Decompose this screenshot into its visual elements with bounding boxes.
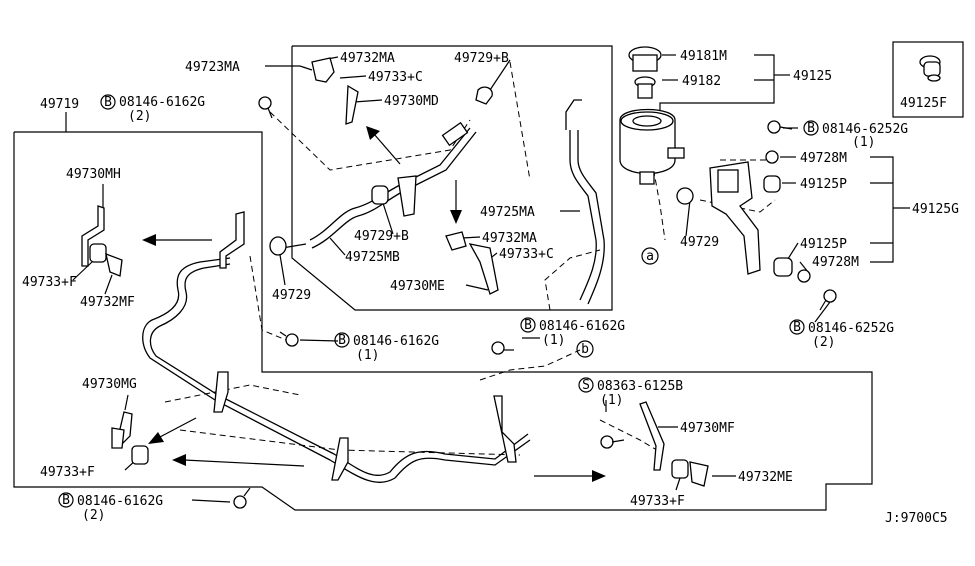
circle-ref-b: b (576, 340, 594, 358)
label-49125F: 49125F (900, 96, 947, 111)
label-49730MF: 49730MF (680, 421, 735, 436)
label-bolt-right-top: 08146-6252G (822, 122, 908, 137)
bolt-prefix-right-bot: B (793, 320, 801, 335)
bolt-prefix-mid-left: B (338, 333, 346, 348)
label-49719: 49719 (40, 97, 79, 112)
label-bolt-right-top-qty: (1) (852, 135, 875, 150)
bolt-marker-right-bot (789, 319, 805, 335)
label-49728M-top: 49728M (800, 151, 847, 166)
label-49730ME: 49730ME (390, 279, 445, 294)
label-49733F-low: 49733+F (40, 465, 95, 480)
label-bolt-bottom-left-qty: (2) (82, 508, 105, 523)
label-49729-left: 49729 (272, 288, 311, 303)
label-49733C-top: 49733+C (368, 70, 423, 85)
label-49729B-top: 49729+B (454, 51, 509, 66)
label-49730MG: 49730MG (82, 377, 137, 392)
label-49125P-top: 49125P (800, 177, 847, 192)
label-49732ME: 49732ME (738, 470, 793, 485)
bolt-prefix-bottom-left: B (62, 493, 70, 508)
label-bolt-right-bot-qty: (2) (812, 335, 835, 350)
circle-ref-a-text: a (646, 249, 654, 264)
label-49730MD: 49730MD (384, 94, 439, 109)
label-49732MA-top: 49732MA (340, 51, 395, 66)
bolt-marker-bottom-left (58, 492, 74, 508)
inset-frame-49125F (892, 41, 964, 118)
grommet-icons (763, 150, 811, 283)
label-49723MA: 49723MA (185, 60, 240, 75)
cap-49125F-icon (919, 55, 941, 82)
screw-prefix: S (582, 378, 590, 393)
reservoir-bracket-icon (676, 161, 761, 275)
label-49182: 49182 (682, 74, 721, 89)
label-49733C-mid: 49733+C (499, 247, 554, 262)
bolt-marker-mid-right (520, 317, 536, 333)
label-screw-qty: (1) (600, 393, 623, 408)
main-frame (13, 131, 873, 511)
bolt-prefix-mid-right: B (524, 318, 532, 333)
label-screw: 08363-6125B (597, 379, 683, 394)
bolt-icons (233, 96, 837, 509)
circle-ref-a: a (641, 247, 659, 265)
label-49733F-right: 49733+F (630, 494, 685, 509)
label-bolt-mid-left-qty: (1) (356, 348, 379, 363)
bolt-prefix-right-top: B (807, 121, 815, 136)
bolt-prefix-top-left: B (104, 95, 112, 110)
label-bolt-bottom-left: 08146-6162G (77, 494, 163, 509)
reservoir-tank-icon (619, 46, 685, 185)
pipes (142, 99, 605, 483)
label-49181M: 49181M (680, 49, 727, 64)
label-49732MF: 49732MF (80, 295, 135, 310)
label-49125P-bot: 49125P (800, 237, 847, 252)
label-bolt-right-bot: 08146-6252G (808, 321, 894, 336)
footer-code: J:9700C5 (885, 511, 948, 526)
label-49725MB: 49725MB (345, 250, 400, 265)
inset-frame-hoses (291, 45, 613, 311)
label-49728M-bot: 49728M (812, 255, 859, 270)
label-49725MA: 49725MA (480, 205, 535, 220)
dashed-guides (164, 61, 776, 456)
label-49125G: 49125G (912, 202, 959, 217)
label-bolt-mid-right: 08146-6162G (539, 319, 625, 334)
direction-arrows (142, 126, 606, 482)
label-49732MA-mid: 49732MA (482, 231, 537, 246)
label-49729-right: 49729 (680, 235, 719, 250)
bolt-marker-top-left (100, 94, 116, 110)
screw-marker (578, 377, 594, 393)
label-49729B-mid: 49729+B (354, 229, 409, 244)
label-49733F-left: 49733+F (22, 275, 77, 290)
label-bolt-mid-left: 08146-6162G (353, 334, 439, 349)
clamp-brackets (81, 57, 709, 487)
label-49125: 49125 (793, 69, 832, 84)
label-bolt-mid-right-qty: (1) (542, 333, 565, 348)
label-bolt-top-left: 08146-6162G (119, 95, 205, 110)
bolt-marker-right-top (803, 120, 819, 136)
label-bolt-top-left-qty: (2) (128, 109, 151, 124)
part-labels: 49723MA 49732MA 49733+C 49730MD 49729+B … (22, 49, 959, 526)
circle-ref-b-text: b (581, 342, 589, 357)
label-49730MH: 49730MH (66, 167, 121, 182)
bolt-marker-mid-left (334, 332, 350, 348)
